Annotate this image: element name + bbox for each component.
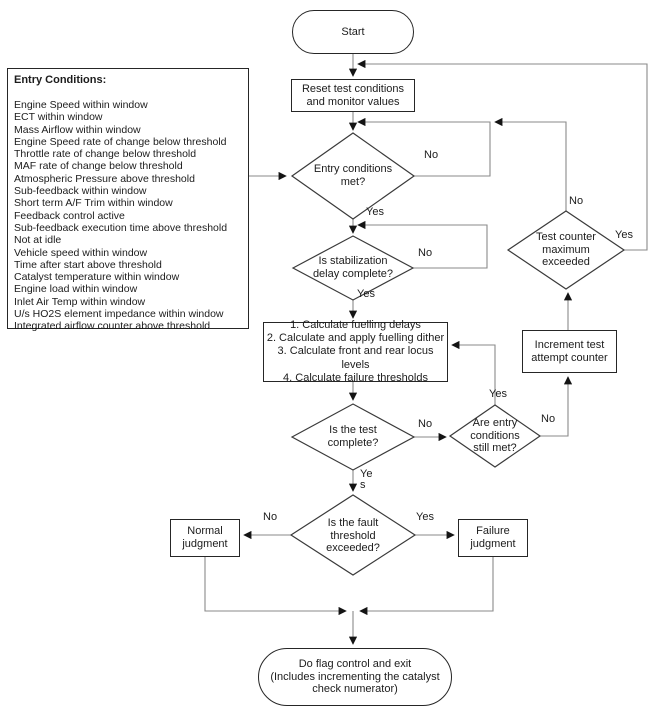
- edge-still-no-to-increment: [540, 376, 573, 437]
- entry-conditions-met-diamond: [290, 132, 416, 220]
- entry-condition-item: Catalyst temperature within window: [14, 271, 180, 284]
- edge-normal-to-converge: [204, 557, 347, 616]
- entry-condition-item: Throttle rate of change below threshold: [14, 148, 197, 161]
- entry-condition-item: ECT within window: [14, 111, 103, 124]
- start-label: Start: [341, 25, 365, 38]
- calculate-line: 1. Calculate fuelling delays: [290, 319, 421, 331]
- label-still-no: No: [541, 413, 556, 425]
- calculate-process-box: 1. Calculate fuelling delays 2. Calculat…: [263, 319, 448, 384]
- test-counter-label: Test counter maximum exceeded: [536, 231, 596, 269]
- label-still-yes: Yes: [489, 388, 507, 400]
- edge-counter-no-loop: [494, 117, 567, 211]
- label-stab-yes: Yes: [357, 288, 375, 300]
- entry-condition-item: Time after start above threshold: [14, 258, 162, 271]
- failure-judgment-box: Failure judgment: [458, 519, 528, 557]
- entry-condition-item: Feedback control active: [14, 209, 125, 222]
- entry-still-met-label: Are entry conditions still met?: [470, 417, 520, 455]
- entry-condition-item: MAF rate of change below threshold: [14, 160, 183, 173]
- label-entry-yes: Yes: [366, 206, 384, 218]
- entry-condition-item: Not at idle: [14, 234, 62, 247]
- failure-judgment-label: Failure judgment: [470, 525, 516, 550]
- label-entry-no: No: [424, 149, 439, 161]
- edge-entry-no-loop: [357, 117, 491, 177]
- test-complete-text: Is the test complete?: [293, 417, 413, 457]
- entry-condition-item: Mass Airflow within window: [14, 123, 141, 136]
- entry-conditions-panel: Entry Conditions: Engine Speed within wi…: [7, 68, 249, 333]
- entry-condition-item: Integrated airflow counter above thresho…: [14, 320, 211, 333]
- label-test-yes: Ye s: [360, 468, 373, 491]
- edge-stab-no-loop: [357, 220, 488, 269]
- test-complete-label: Is the test complete?: [327, 424, 379, 449]
- test-counter-max-diamond: [506, 210, 626, 290]
- entry-condition-item: Atmospheric Pressure above threshold: [14, 172, 195, 185]
- label-test-no: No: [418, 418, 433, 430]
- stabilization-label: Is stabilization delay complete?: [312, 255, 394, 280]
- entry-condition-item: Vehicle speed within window: [14, 246, 148, 259]
- stabilization-delay-diamond: [291, 235, 415, 301]
- calculate-line: 3. Calculate front and rear locus levels: [277, 345, 434, 371]
- entry-condition-item: U/s HO2S element impedance within window: [14, 308, 224, 321]
- edge-still-yes-to-calc: [451, 340, 496, 405]
- entry-still-met-text: Are entry conditions still met?: [450, 415, 540, 457]
- label-fault-yes: Yes: [416, 511, 434, 523]
- exit-terminator: Do flag control and exit (Includes incre…: [258, 648, 452, 706]
- entry-condition-item: Engine Speed within window: [14, 99, 148, 111]
- entry-still-met-diamond: [448, 404, 542, 468]
- normal-judgment-box: Normal judgment: [170, 519, 240, 557]
- fault-threshold-diamond: [289, 494, 417, 576]
- stabilization-delay-text: Is stabilization delay complete?: [293, 248, 413, 288]
- normal-judgment-label: Normal judgment: [182, 525, 228, 550]
- fault-threshold-text: Is the fault threshold exceeded?: [293, 516, 413, 556]
- entry-condition-item: Engine load within window: [14, 283, 138, 296]
- increment-label: Increment test attempt counter: [531, 338, 608, 364]
- increment-counter-box: Increment test attempt counter: [522, 330, 617, 373]
- entry-met-label: Entry conditions met?: [313, 163, 393, 188]
- entry-condition-item: Engine Speed rate of change below thresh…: [14, 135, 227, 148]
- label-stab-no: No: [418, 247, 433, 259]
- label-counter-no: No: [569, 195, 584, 207]
- entry-condition-item: Short term A/F Trim within window: [14, 197, 173, 210]
- calculate-line: 2. Calculate and apply fuelling dither: [266, 332, 445, 345]
- reset-label: Reset test conditions and monitor values: [301, 82, 405, 108]
- entry-conditions-met-text: Entry conditions met?: [293, 156, 413, 196]
- exit-label: Do flag control and exit (Includes incre…: [270, 657, 440, 696]
- calculate-line: 4. Calculate failure thresholds: [283, 371, 428, 384]
- entry-condition-item: Inlet Air Temp within window: [14, 295, 146, 308]
- label-fault-no: No: [263, 511, 278, 523]
- entry-conditions-title: Entry Conditions:: [14, 74, 107, 86]
- entry-condition-item: Sub-feedback execution time above thresh…: [14, 221, 228, 234]
- label-counter-yes: Yes: [615, 229, 633, 241]
- edge-counter-yes-retest-loop: [357, 59, 648, 251]
- start-terminator: Start: [292, 10, 414, 54]
- entry-condition-item: Sub-feedback within window: [14, 185, 147, 198]
- edge-failure-to-converge: [359, 557, 494, 616]
- fault-threshold-label: Is the fault threshold exceeded?: [326, 517, 380, 555]
- test-complete-diamond: [290, 403, 416, 471]
- test-counter-max-text: Test counter maximum exceeded: [508, 230, 624, 270]
- reset-process-box: Reset test conditions and monitor values: [291, 79, 415, 112]
